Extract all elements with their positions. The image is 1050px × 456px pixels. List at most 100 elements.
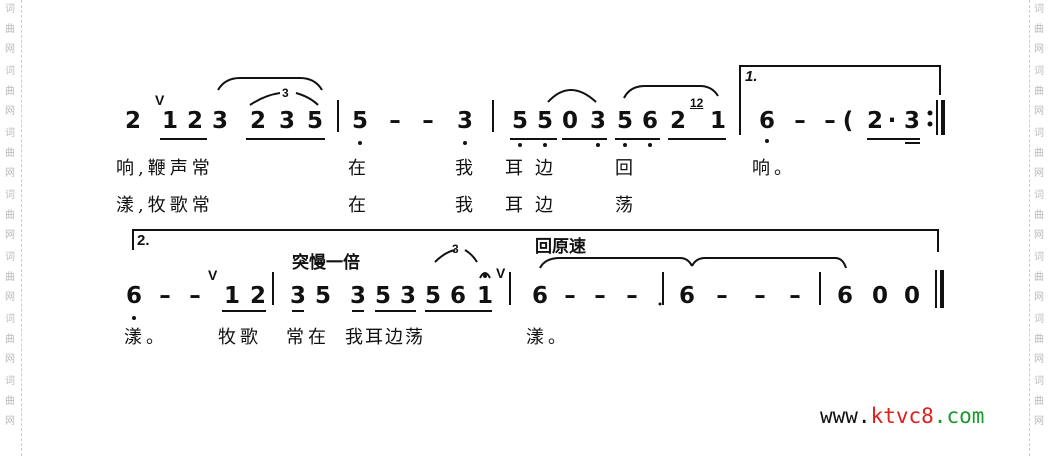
watermark-char: 网 xyxy=(5,44,15,55)
lyric: 耳边 xyxy=(505,158,565,179)
note: 2 xyxy=(249,283,267,309)
lyric: 漾。 xyxy=(124,327,168,348)
lyric: 响。 xyxy=(752,158,796,179)
note: 2 xyxy=(669,108,687,134)
note: 0 xyxy=(871,283,889,309)
watermark-char: 网 xyxy=(5,168,15,179)
note: 1 xyxy=(476,283,494,309)
watermark-char: 曲 xyxy=(1034,334,1044,345)
note: 6 xyxy=(758,108,776,134)
watermark-char: 曲 xyxy=(5,24,15,35)
note: 1 xyxy=(709,108,727,134)
note: – xyxy=(716,283,728,309)
note: · xyxy=(887,108,897,134)
triplet-number: 3 xyxy=(452,242,459,256)
watermark-char: 曲 xyxy=(5,396,15,407)
note: – xyxy=(824,108,836,134)
lyric: 在 xyxy=(348,195,370,216)
watermark-char: 曲 xyxy=(5,210,15,221)
watermark-char: 曲 xyxy=(1034,210,1044,221)
note: 5 xyxy=(306,108,324,134)
lyric: 响,鞭声常 xyxy=(116,158,214,179)
watermark-char: 网 xyxy=(5,354,15,365)
breath-mark: V xyxy=(496,265,506,281)
breath-mark: V xyxy=(155,92,165,108)
watermark-char: 网 xyxy=(5,230,15,241)
note: 1 xyxy=(223,283,241,309)
watermark-char: 词 xyxy=(5,314,15,325)
watermark-divider-left xyxy=(21,0,22,456)
lyric: 我 xyxy=(455,195,477,216)
note: 2 xyxy=(866,108,884,134)
watermark-char: 词 xyxy=(5,128,15,139)
note: ( xyxy=(842,108,854,134)
note: 3 xyxy=(456,108,474,134)
watermark-char: 词 xyxy=(1034,314,1044,325)
lyric: 回 xyxy=(615,158,637,179)
note: – xyxy=(794,108,806,134)
note: 3 xyxy=(211,108,229,134)
note: 3 xyxy=(349,283,367,309)
breath-mark: V xyxy=(208,267,218,283)
site-url[interactable]: www.ktvc8.com xyxy=(820,404,984,428)
note: 5 xyxy=(511,108,529,134)
note: 3 xyxy=(289,283,307,309)
tempo-slow-marking: 突慢一倍 xyxy=(292,253,360,273)
note: 3 xyxy=(903,108,921,134)
grace-notes: 12 xyxy=(690,96,704,110)
watermark-char: 曲 xyxy=(1034,148,1044,159)
volta-1-label: 1. xyxy=(745,68,758,85)
note: – xyxy=(789,283,801,309)
watermark-char: 网 xyxy=(5,292,15,303)
note: 6 xyxy=(125,283,143,309)
watermark-char: 网 xyxy=(1034,230,1044,241)
note: 5 xyxy=(424,283,442,309)
triplet-number: 3 xyxy=(282,86,289,100)
watermark-char: 词 xyxy=(1034,128,1044,139)
url-suffix: .com xyxy=(933,404,985,428)
lyric: 荡 xyxy=(615,195,637,216)
watermark-char: 曲 xyxy=(5,86,15,97)
lyric: 常在 xyxy=(286,327,330,348)
watermark-divider-right xyxy=(1029,0,1030,456)
note: – xyxy=(189,283,201,309)
watermark-char: 网 xyxy=(1034,416,1044,427)
watermark-char: 词 xyxy=(1034,66,1044,77)
watermark-char: 词 xyxy=(5,252,15,263)
watermark-char: 曲 xyxy=(1034,396,1044,407)
watermark-char: 词 xyxy=(1034,190,1044,201)
watermark-char: 曲 xyxy=(1034,86,1044,97)
watermark-char: 词 xyxy=(1034,252,1044,263)
watermark-char: 网 xyxy=(1034,168,1044,179)
note: 3 xyxy=(399,283,417,309)
url-prefix: www. xyxy=(820,404,871,428)
note: 6 xyxy=(836,283,854,309)
volta-2-label: 2. xyxy=(137,232,150,249)
url-brand: ktvc8 xyxy=(870,404,934,428)
note: 3 xyxy=(589,108,607,134)
note: – xyxy=(422,108,434,134)
note: 5 xyxy=(616,108,634,134)
note: – xyxy=(626,283,638,309)
note: 0 xyxy=(561,108,579,134)
lyric: 耳边 xyxy=(505,195,565,216)
watermark-char: 词 xyxy=(5,190,15,201)
lyric: 我耳边荡 xyxy=(345,327,425,348)
note: – xyxy=(594,283,606,309)
watermark-char: 网 xyxy=(5,106,15,117)
note: 6 xyxy=(449,283,467,309)
lyric: 牧歌 xyxy=(218,327,262,348)
note: 5 xyxy=(314,283,332,309)
note: 2 xyxy=(124,108,142,134)
lyric: 漾,牧歌常 xyxy=(116,195,214,216)
note: 5 xyxy=(374,283,392,309)
watermark-char: 词 xyxy=(1034,4,1044,15)
watermark-char: 词 xyxy=(5,66,15,77)
watermark-char: 网 xyxy=(5,416,15,427)
lyric: 漾。 xyxy=(526,327,570,348)
note: – xyxy=(564,283,576,309)
watermark-char: 网 xyxy=(1034,44,1044,55)
watermark-char: 网 xyxy=(1034,106,1044,117)
watermark-char: 网 xyxy=(1034,292,1044,303)
